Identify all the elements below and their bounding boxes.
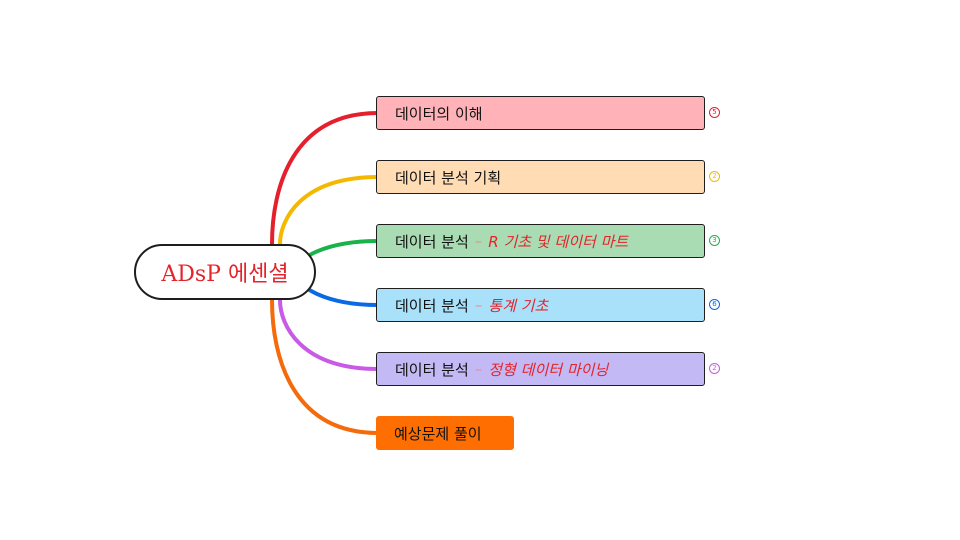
count-badge: 3 — [709, 235, 720, 246]
branch-label: 데이터 분석 — [395, 232, 469, 251]
branch-statistics[interactable]: 데이터 분석 – 통계 기초 — [376, 288, 705, 322]
branch-sublabel: R 기초 및 데이터 마트 — [488, 232, 629, 251]
branch-analysis-planning[interactable]: 데이터 분석 기획 — [376, 160, 705, 194]
count-badge: 2 — [709, 171, 720, 182]
root-label: ADsP 에센셜 — [161, 262, 289, 287]
count-badge: 2 — [709, 363, 720, 374]
branch-label: 데이터 분석 — [395, 296, 469, 315]
count-badge: 5 — [709, 107, 720, 118]
branch-r-basics[interactable]: 데이터 분석 – R 기초 및 데이터 마트 — [376, 224, 705, 258]
branch-sublabel: 정형 데이터 마이닝 — [488, 360, 609, 379]
connector-curve — [278, 175, 380, 246]
dash-separator: – — [474, 232, 483, 250]
branch-label: 데이터의 이해 — [395, 104, 483, 123]
branch-label: 데이터 분석 기획 — [395, 168, 502, 187]
branch-data-mining[interactable]: 데이터 분석 – 정형 데이터 마이닝 — [376, 352, 705, 386]
connector-curve — [270, 298, 380, 435]
branch-data-understanding[interactable]: 데이터의 이해 — [376, 96, 705, 130]
branch-sublabel: 통계 기초 — [488, 296, 549, 315]
connector-curve — [278, 298, 380, 371]
branch-label: 데이터 분석 — [395, 360, 469, 379]
count-badge: 6 — [709, 299, 720, 310]
branch-practice-problems[interactable]: 예상문제 풀이 — [376, 416, 514, 450]
dash-separator: – — [474, 360, 483, 378]
branch-label: 예상문제 풀이 — [394, 424, 482, 443]
dash-separator: – — [474, 296, 483, 314]
connector-curve — [270, 111, 380, 246]
root-node[interactable]: ADsP 에센셜 — [134, 244, 316, 300]
